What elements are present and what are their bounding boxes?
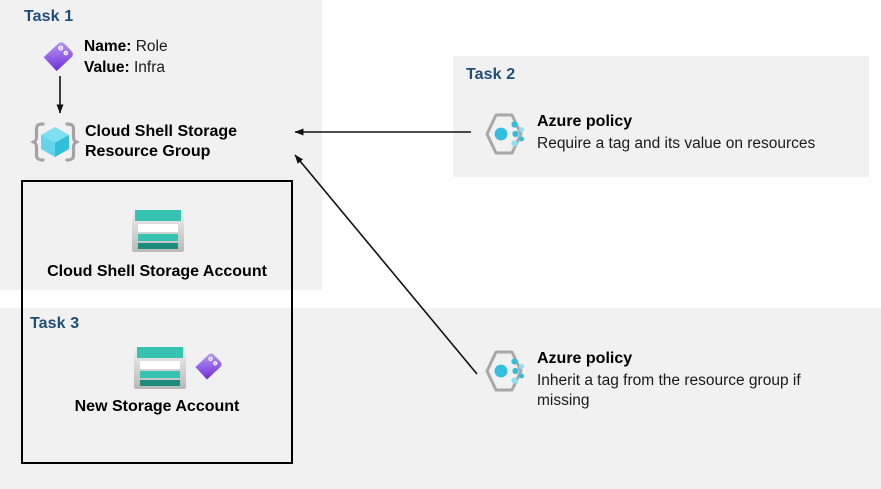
storage-account-1-caption: Cloud Shell Storage Account [47, 263, 267, 280]
task-3-label: Task 3 [30, 315, 80, 332]
tag-icon [43, 42, 73, 72]
tag-value-label: Value: [84, 59, 130, 76]
policy-1-description: Require a tag and its value on resources [537, 135, 816, 152]
tag-name-row: Name: Role [84, 36, 168, 57]
policy-2-description: Inherit a tag from the resource group if… [537, 372, 801, 409]
policy-1-title: Azure policy [537, 113, 633, 130]
resource-group-container-box [21, 180, 293, 464]
azure-policy-icon [485, 350, 524, 392]
task-1-label: Task 1 [24, 8, 74, 25]
resource-group-icon [30, 122, 80, 162]
task-2-label: Task 2 [466, 66, 516, 83]
resource-group-title: Cloud Shell Storage Resource Group [85, 123, 238, 160]
tag-value-row: Value: Infra [84, 57, 168, 78]
storage-account-icon [132, 208, 184, 252]
tag-name-label: Name: [84, 38, 132, 55]
tag-icon [195, 353, 222, 380]
storage-account-2-caption: New Storage Account [74, 398, 240, 415]
azure-policy-icon [485, 113, 524, 155]
tag-key-value-block: Name: Role Value: Infra [84, 36, 168, 78]
tag-value-value: Infra [133, 59, 165, 76]
panel-task2-background [453, 56, 869, 177]
tag-name-value: Role [135, 38, 168, 55]
storage-account-icon [134, 345, 186, 389]
policy-2-title: Azure policy [537, 350, 633, 367]
